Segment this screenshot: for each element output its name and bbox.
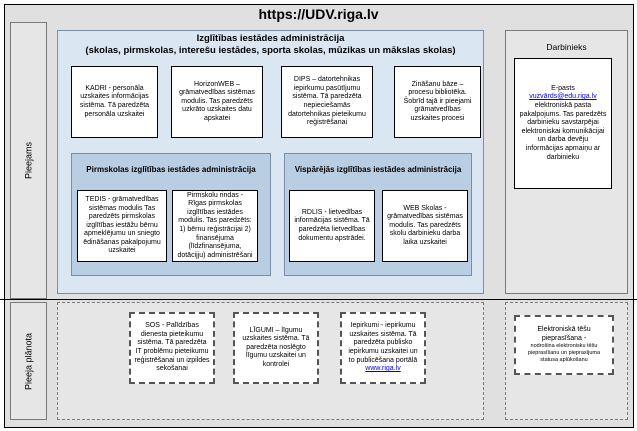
email-box: E-pasts vuzvārds@edu.riga.lv elektronisk…	[514, 58, 612, 189]
email-label: E-pasts	[551, 84, 575, 92]
employee-title: Darbinieks	[546, 42, 587, 52]
preschool-queue-box: Pirmskolu rindas - Rīgas pirmskolas izgl…	[172, 190, 258, 262]
leave-request-description: nodrošina elektronisku tēšu pieprasīšanu…	[527, 343, 601, 364]
ligumi-box: LĪGUMI – līgumu uzskaites sistēma. Tā pa…	[233, 312, 319, 384]
procurement-box: Iepirkumi - iepirkumu uzskaites sistēma.…	[340, 312, 426, 384]
horizonweb-box: HorizonWEB – grāmatvedības sistēmas modu…	[171, 66, 263, 138]
sos-box: SOS - Palīdzības dienesta pieteikumu sis…	[129, 312, 215, 384]
email-description: elektroniskā pasta pakalpojums. Tas pare…	[519, 102, 607, 161]
rdlis-box: RDLIS - lietvedības informācijas sistēma…	[289, 190, 375, 262]
kadri-box: KADRI - personāla uzskaites informācijas…	[71, 66, 158, 138]
knowledge-base-box: Zināšanu bāze – procesu bibliotēka. Šobr…	[394, 66, 481, 138]
web-skolas-box: WEB Skolas - grāmatvedības sistēmas modu…	[382, 190, 468, 262]
available-label: Pieejams	[23, 142, 34, 180]
email-address-link[interactable]: vuzvārds@edu.riga.lv	[529, 93, 597, 101]
school-admin-subtitle: (skolas, pirmskolas, intereŝu iestādes, …	[85, 45, 456, 56]
preschool-admin-title: Pirmskolas izglītības iestādes administr…	[86, 165, 256, 174]
planned-label: Pieeja plānota	[23, 332, 34, 390]
dips-box: DIPS – datortehnikas iepirkumu pasūtījum…	[281, 66, 373, 138]
riga-portal-link[interactable]: www.riga.lv	[365, 365, 401, 373]
school-admin-title: Izglītības iestādes administrācija	[196, 33, 345, 44]
planned-band: Pieeja plānota	[10, 302, 47, 420]
section-divider	[0, 299, 637, 300]
procurement-text: Iepirkumi - iepirkumu uzskaites sistēma.…	[348, 322, 418, 364]
general-admin-title: Vispārējās izglītības iestādes administr…	[294, 165, 462, 174]
available-band: Pieejams	[10, 22, 47, 299]
page-title: https://UDV.riga.lv	[258, 6, 379, 22]
tedis-box: TEDIS - grāmatvedības sistēmas modulis T…	[77, 190, 167, 262]
leave-request-title: Elektroniskā tēšu pieprasīšana -	[537, 325, 591, 342]
leave-request-box: Elektroniskā tēšu pieprasīšana - nodroši…	[514, 315, 614, 375]
